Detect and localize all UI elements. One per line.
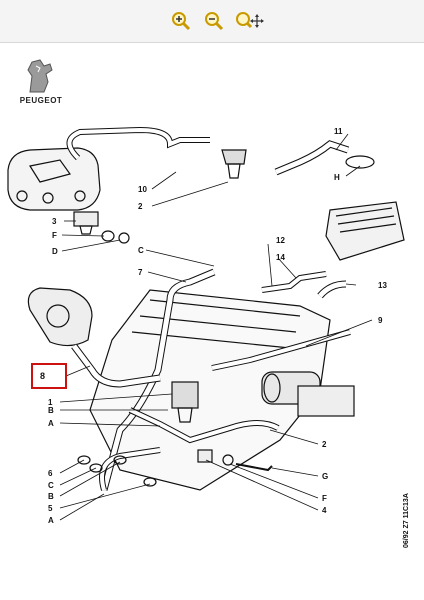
callout-A1: A bbox=[48, 419, 54, 428]
drawing-code: 06/92 Z7 11C13A bbox=[398, 460, 412, 550]
callout-H: H bbox=[334, 173, 340, 182]
callout-6: 6 bbox=[48, 469, 53, 478]
throttle-body bbox=[27, 287, 93, 347]
callout-11: 11 bbox=[334, 127, 343, 136]
callout-2a: 2 bbox=[138, 202, 143, 211]
valve-1 bbox=[171, 381, 199, 409]
viewer-toolbar bbox=[0, 0, 424, 43]
diagram-drawing bbox=[7, 126, 405, 491]
callout-2b: 2 bbox=[322, 440, 327, 449]
callout-1: 1 bbox=[48, 398, 53, 407]
callout-F2: F bbox=[322, 494, 327, 503]
callout-12: 12 bbox=[276, 236, 285, 245]
hose-diagram: 11 H 10 2 3 F D C 7 12 14 13 9 8 1 B A 2… bbox=[7, 126, 405, 525]
part-3 bbox=[73, 211, 99, 227]
callout-D: D bbox=[52, 247, 58, 256]
callout-C2: C bbox=[48, 481, 54, 490]
air-box bbox=[325, 201, 405, 261]
callout-8: 8 bbox=[40, 371, 45, 381]
pan-icon[interactable] bbox=[234, 10, 264, 32]
zoom-in-icon[interactable] bbox=[170, 10, 192, 32]
callout-10: 10 bbox=[138, 185, 147, 194]
callout-C1: C bbox=[138, 246, 144, 255]
callout-B1: B bbox=[48, 406, 54, 415]
peugeot-logo bbox=[6, 56, 76, 116]
callout-G: G bbox=[322, 472, 328, 481]
zoom-out-icon[interactable] bbox=[203, 10, 225, 32]
bolt-g bbox=[235, 463, 273, 472]
leader-lines bbox=[59, 133, 373, 521]
callout-B2: B bbox=[48, 492, 54, 501]
brand-name: PEUGEOT bbox=[19, 96, 63, 105]
outlet-housing bbox=[7, 147, 101, 211]
fitting-top bbox=[221, 149, 247, 165]
callout-13: 13 bbox=[378, 281, 387, 290]
callout-A2: A bbox=[48, 516, 54, 525]
callout-7: 7 bbox=[138, 268, 143, 277]
callout-F1: F bbox=[52, 231, 57, 240]
highlight-box-8[interactable] bbox=[31, 363, 67, 389]
callout-3: 3 bbox=[52, 217, 57, 226]
callout-5: 5 bbox=[48, 504, 53, 513]
callout-14: 14 bbox=[276, 253, 285, 262]
drawing-code-text: 06/92 Z7 11C13A bbox=[403, 493, 410, 548]
callout-9: 9 bbox=[378, 316, 383, 325]
callout-4: 4 bbox=[322, 506, 327, 515]
